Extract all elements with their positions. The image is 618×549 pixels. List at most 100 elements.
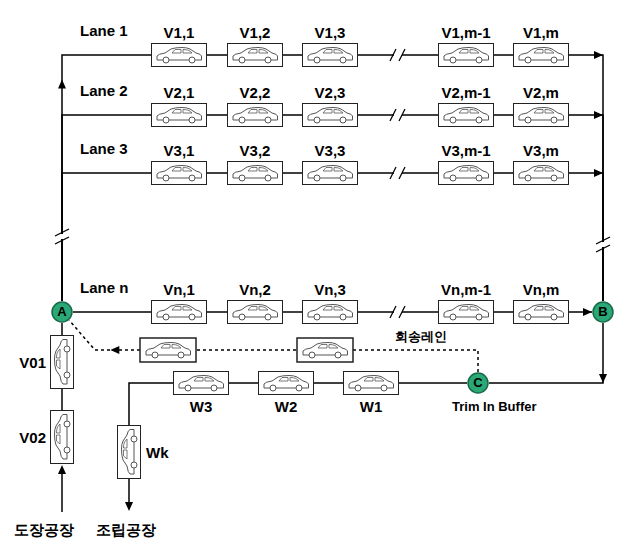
car-icon (304, 302, 356, 322)
connector-line (314, 382, 343, 384)
car-shape (519, 305, 564, 321)
connector (494, 173, 513, 174)
connector-line (61, 323, 63, 335)
plant-label: 도장공장 (14, 521, 74, 538)
car-shape (444, 108, 489, 124)
car-icon (229, 105, 281, 125)
vehicle-label: V1,m-1 (441, 24, 490, 41)
connector (69, 320, 478, 372)
car-icon (260, 373, 312, 393)
arrowhead (599, 374, 607, 383)
junction-letter: B (592, 301, 614, 323)
return-car (140, 338, 196, 362)
vertical-car-box: Wk (117, 425, 141, 479)
vehicle-label: Wk (146, 444, 169, 461)
connector-line (569, 173, 603, 301)
connector (62, 173, 151, 301)
lane-label: Lane 2 (80, 82, 128, 99)
car-box: V1,3 (302, 43, 358, 67)
car-shape (157, 166, 202, 182)
arrowhead (58, 80, 66, 89)
car-box: V3,2 (227, 161, 283, 185)
lane-label: Lane 3 (80, 140, 128, 157)
connector-line (207, 114, 227, 116)
car-icon (515, 105, 567, 125)
car-shape (308, 305, 353, 321)
vehicle-label: W2 (275, 398, 298, 415)
connector (58, 55, 151, 301)
car-shape (122, 430, 138, 475)
car-shape (308, 166, 353, 182)
car-icon (440, 163, 492, 183)
connector (283, 55, 302, 56)
vehicle-label: V2,m-1 (441, 84, 490, 101)
connector (62, 115, 151, 301)
vehicle-label: V3,m (523, 142, 559, 159)
car-rotated (55, 340, 71, 385)
connector (489, 323, 607, 383)
car-icon (304, 163, 356, 183)
car-box: V1,m-1 (438, 43, 494, 67)
connector-line (62, 115, 151, 301)
vehicle-label: W1 (360, 398, 383, 415)
car-shape (55, 340, 71, 385)
vehicle-label: V3,2 (240, 142, 271, 159)
car-shape (444, 48, 489, 64)
car-icon (146, 343, 191, 359)
junction-circle: C (467, 372, 489, 394)
connector (73, 312, 151, 313)
vertical-car-box: V01 (50, 335, 74, 389)
vehicle-label: V1,1 (164, 24, 195, 41)
connector (62, 389, 63, 410)
junction-circle: A (51, 301, 73, 323)
car-box: V1,1 (151, 43, 207, 67)
connector-line (283, 54, 302, 56)
car-box: V2,1 (151, 103, 207, 127)
lane-label: Lane 1 (80, 22, 128, 39)
vehicle-label: V3,3 (315, 142, 346, 159)
junction-letter: C (467, 372, 489, 394)
connector-line (489, 323, 603, 383)
car-box: V2,3 (302, 103, 358, 127)
connector-line (207, 172, 227, 174)
connector-line (494, 311, 513, 313)
break-gap (600, 242, 606, 247)
junction-circle: B (592, 301, 614, 323)
arrowhead (110, 346, 119, 354)
car-icon (515, 45, 567, 65)
return-lane-label: 회송레인 (395, 328, 447, 345)
connector-line (69, 320, 478, 372)
car-shape (444, 166, 489, 182)
car-icon (345, 373, 397, 393)
connector-line (207, 54, 227, 56)
buffer-label: Trim In Buffer (452, 398, 537, 415)
car-icon (52, 337, 72, 387)
break-mark (399, 49, 405, 61)
connector (229, 383, 258, 384)
arrowhead (594, 169, 603, 177)
connector-line (494, 114, 513, 116)
connector-line (62, 173, 151, 301)
connector (62, 323, 63, 335)
break-mark (390, 306, 396, 318)
car-icon (304, 105, 356, 125)
break-mark (55, 237, 69, 244)
car-icon (440, 105, 492, 125)
car-icon (175, 373, 227, 393)
car-icon (153, 163, 205, 183)
connector-line (283, 172, 302, 174)
car-shape (233, 305, 278, 321)
connector (314, 383, 343, 384)
arrowhead (583, 308, 592, 316)
connector-line (229, 382, 258, 384)
car-shape (233, 108, 278, 124)
connector (283, 312, 302, 313)
car-shape (519, 166, 564, 182)
return-car-box (140, 338, 196, 362)
car-box: Vn,m (513, 300, 569, 324)
junction-letter: A (51, 301, 73, 323)
car-icon (229, 45, 281, 65)
connector (569, 51, 603, 301)
break-mark (390, 109, 396, 121)
car-icon (440, 45, 492, 65)
